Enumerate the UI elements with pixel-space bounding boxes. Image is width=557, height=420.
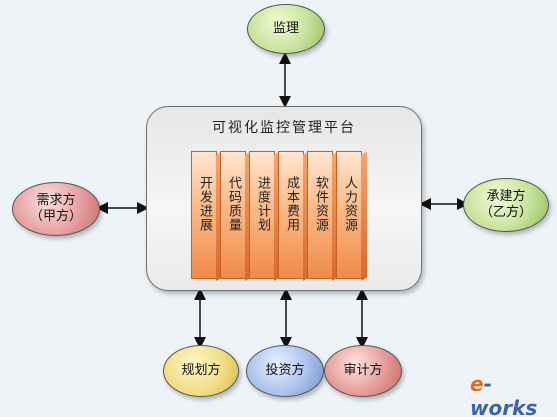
node-label: 规划方 bbox=[181, 363, 221, 378]
node-supervision: 监理 bbox=[247, 4, 325, 54]
module-label: 软件资源 bbox=[313, 176, 328, 232]
node-label-line1: 需求方 bbox=[36, 193, 76, 208]
watermark-prefix: e bbox=[470, 372, 484, 396]
node-planning-party: 规划方 bbox=[163, 345, 239, 397]
node-label: 监理 bbox=[272, 21, 299, 36]
module-label: 进度计划 bbox=[255, 176, 270, 232]
module-schedule: 进度计划 bbox=[249, 151, 275, 279]
platform-title: 可视化监控管理平台 bbox=[212, 120, 356, 136]
module-label: 成本费用 bbox=[284, 176, 299, 232]
node-label-line2: （甲方） bbox=[29, 209, 82, 224]
module-code-quality: 代码质量 bbox=[220, 151, 246, 279]
module-cost: 成本费用 bbox=[278, 151, 304, 279]
module-label: 人力资源 bbox=[342, 176, 357, 232]
node-contractor-party: 承建方 （乙方） bbox=[463, 178, 549, 232]
watermark-suffix: -works bbox=[470, 372, 538, 420]
node-audit-party: 审计方 bbox=[324, 345, 402, 397]
module-human-resources: 人力资源 bbox=[336, 151, 362, 279]
node-label-line2: （乙方） bbox=[479, 205, 532, 220]
node-label-line1: 承建方 bbox=[486, 189, 526, 204]
module-group: 开发进展 代码质量 进度计划 成本费用 软件资源 人力资源 bbox=[191, 151, 379, 279]
node-demand-party: 需求方 （甲方） bbox=[12, 182, 100, 236]
module-label: 开发进展 bbox=[197, 176, 212, 232]
node-label: 投资方 bbox=[265, 363, 305, 378]
module-label: 代码质量 bbox=[226, 176, 241, 232]
node-label: 审计方 bbox=[343, 363, 383, 378]
node-investment-party: 投资方 bbox=[246, 345, 324, 397]
monitoring-platform: 可视化监控管理平台 开发进展 代码质量 进度计划 成本费用 软件资源 人力资源 bbox=[146, 106, 422, 291]
eworks-watermark-logo: e-works bbox=[470, 372, 557, 420]
module-software-resources: 软件资源 bbox=[307, 151, 333, 279]
module-development-progress: 开发进展 bbox=[191, 151, 217, 279]
